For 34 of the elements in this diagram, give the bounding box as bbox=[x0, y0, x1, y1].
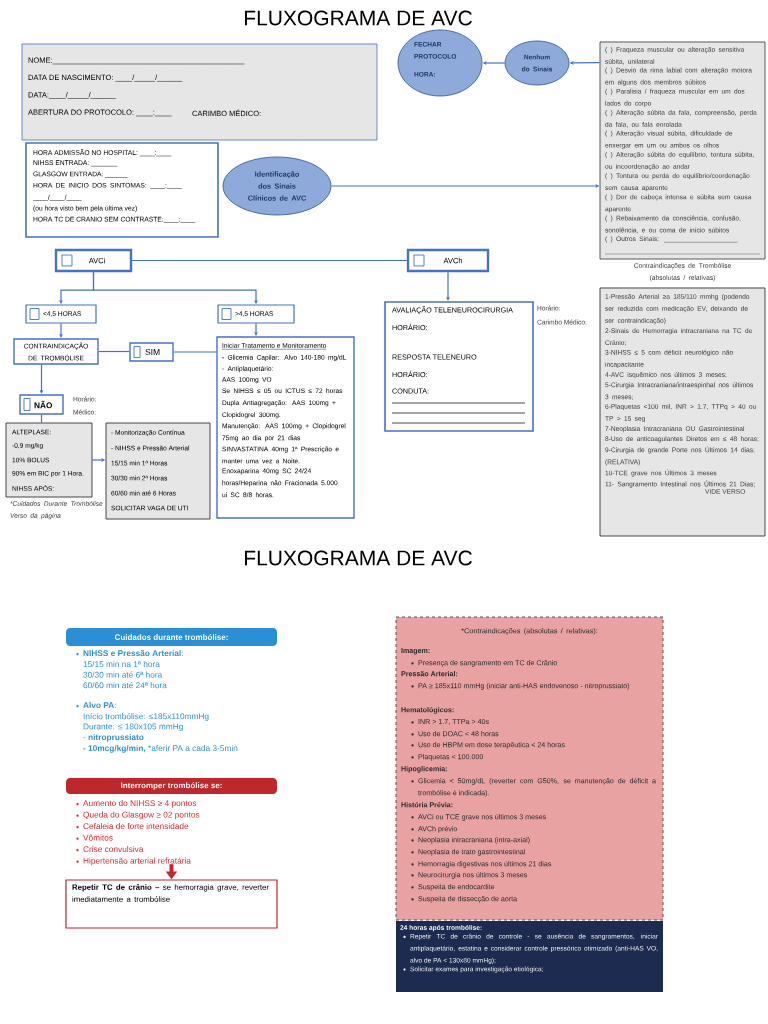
list-item: Vômitos bbox=[76, 834, 113, 841]
list-item: - nitroprussiato bbox=[83, 734, 144, 742]
list-item: 60/60 min até 24ª hora bbox=[83, 682, 167, 689]
list-item: NIHSS e Pressão Arterial: bbox=[76, 650, 183, 657]
header-bar: Interromper trombólise se: bbox=[66, 778, 277, 794]
list-item: 30/30 min até 6ª hora bbox=[83, 671, 163, 678]
arrow bbox=[59, 323, 63, 338]
arrow bbox=[39, 364, 44, 394]
arrow bbox=[254, 323, 258, 336]
list-item: Aumento do NIHSS ≥ 4 pontos bbox=[76, 800, 197, 808]
list-item: Queda do Glasgow ≥ 02 pontos bbox=[76, 811, 200, 820]
connector bbox=[131, 259, 408, 262]
connector bbox=[98, 350, 130, 353]
list-item: Hipertensão arterial refratária bbox=[76, 857, 191, 866]
arrow bbox=[570, 61, 601, 65]
title: FLUXOGRAMA DE AVC bbox=[245, 10, 472, 26]
title: FLUXOGRAMA DE AVC bbox=[245, 550, 472, 566]
arrow bbox=[483, 61, 506, 65]
header-bar: Cuidados durante trombólise: bbox=[66, 628, 277, 646]
list-item: Cefaleia de forte intensidade bbox=[76, 823, 189, 830]
list-item: 15/15 min na 1ª hora bbox=[83, 661, 160, 668]
arrow bbox=[92, 271, 258, 304]
arrow bbox=[446, 271, 450, 301]
list-item: - 10mcg/kg/min, *aferir PA a cada 3-5min bbox=[83, 745, 238, 753]
list-item: Alvo PA: bbox=[76, 702, 116, 709]
connector bbox=[173, 351, 217, 353]
option-box: NÃO bbox=[19, 394, 64, 415]
connector bbox=[40, 414, 43, 424]
option-box: SIM bbox=[129, 342, 174, 362]
list-item: Durante: ≤ 180x105 mmHg bbox=[83, 723, 183, 732]
arrow bbox=[330, 184, 599, 188]
list-item: Crise convulsiva bbox=[76, 846, 144, 853]
arrow bbox=[91, 458, 105, 462]
list-item: Início trombólise: ≤185x110mmHg bbox=[83, 713, 209, 721]
